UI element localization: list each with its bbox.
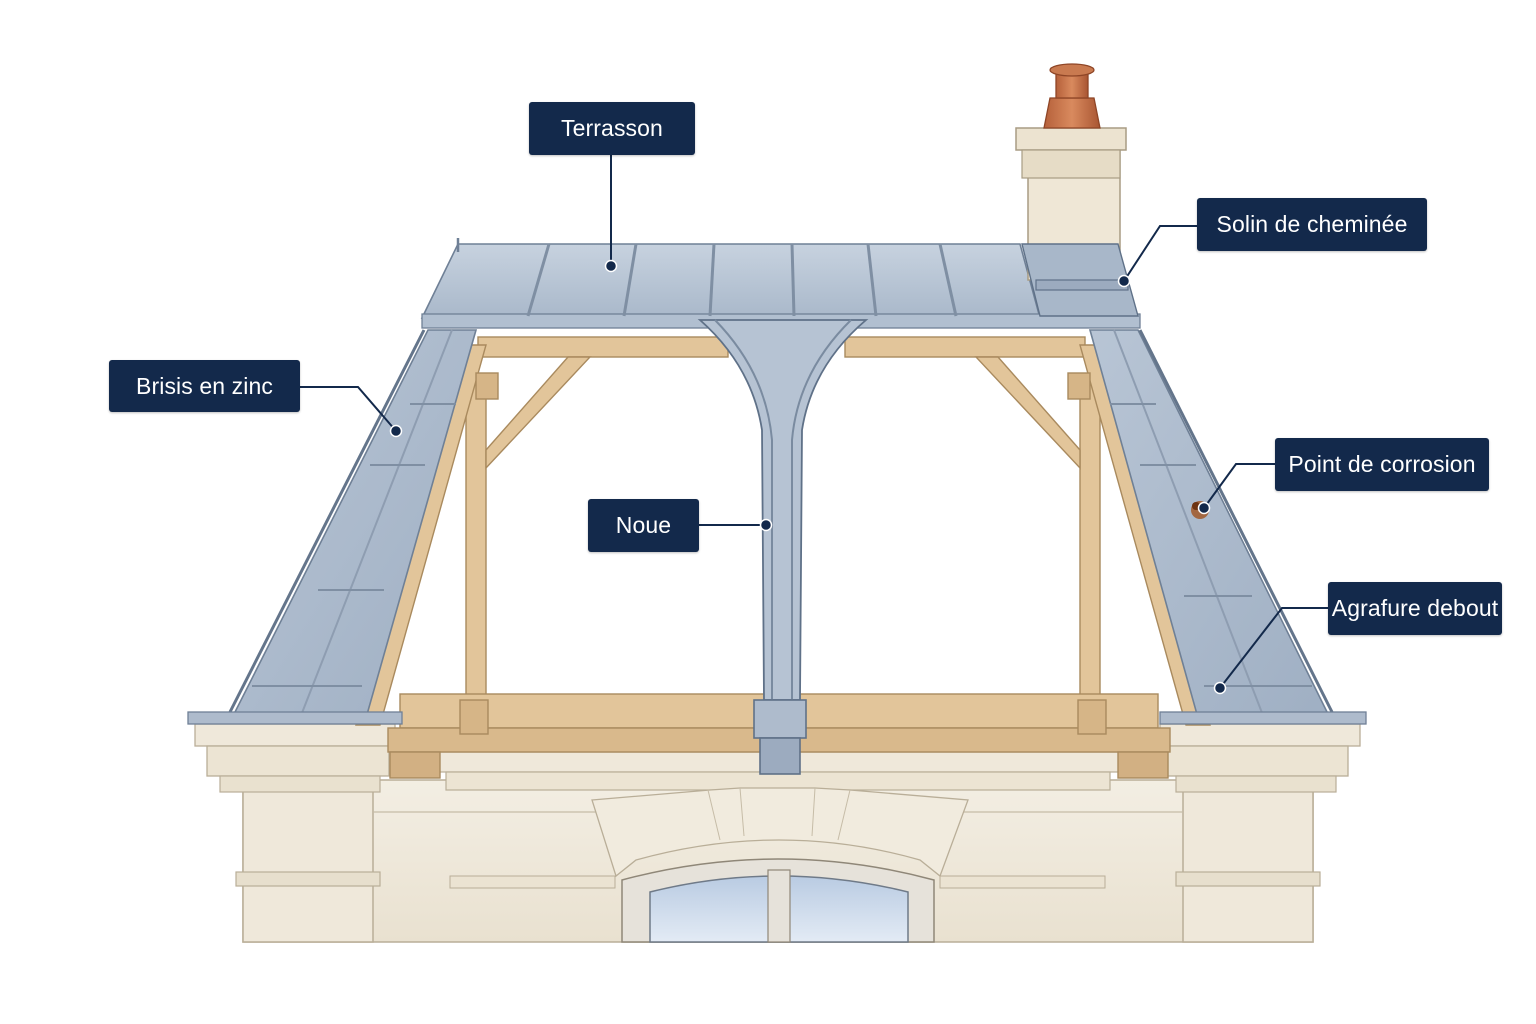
leader-corrosion [1203, 463, 1275, 509]
label-agrafure-debout: Agrafure debout [1328, 582, 1502, 635]
leader-solin [1123, 225, 1197, 282]
left-brisis [187, 329, 478, 725]
leader-lines [300, 154, 1328, 689]
leader-brisis [300, 386, 397, 432]
leader-agrafure [1219, 607, 1328, 689]
arched-window [621, 858, 935, 943]
chimney [1015, 63, 1139, 317]
leader-dots [389, 259, 1227, 695]
label-point-de-corrosion: Point de corrosion [1275, 438, 1489, 491]
label-brisis-en-zinc: Brisis en zinc [109, 360, 300, 412]
label-noue: Noue [588, 499, 699, 552]
noue-valley [697, 319, 869, 775]
terrasson-roof [420, 238, 1141, 329]
label-terrasson: Terrasson [529, 102, 695, 155]
label-solin-de-cheminee: Solin de cheminée [1197, 198, 1427, 251]
right-brisis [1088, 329, 1367, 725]
